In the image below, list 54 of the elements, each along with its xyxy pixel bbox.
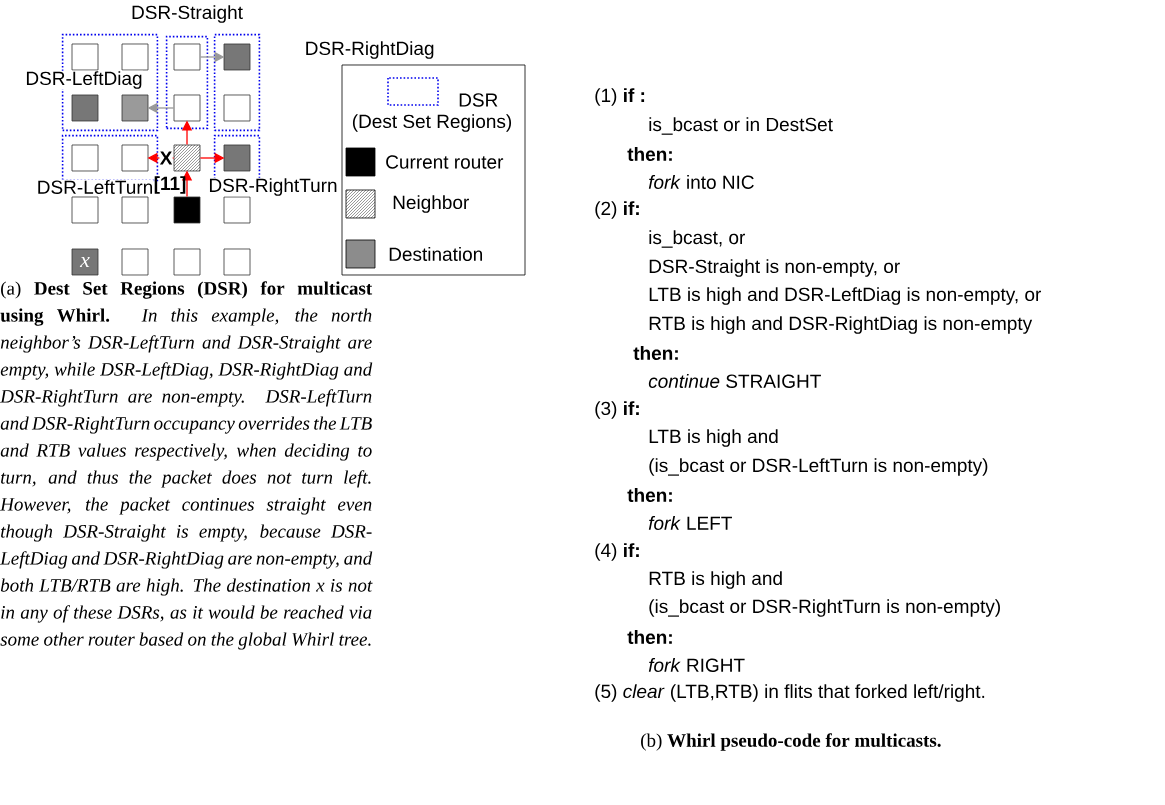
code-line: then:	[627, 630, 672, 644]
router-square	[71, 43, 99, 71]
router-square: x	[71, 248, 99, 276]
code-line: LTB is high and DSR-LeftDiag is non-empty, or	[649, 287, 1041, 305]
code-line: then:	[627, 488, 672, 502]
code-line: then:	[633, 346, 678, 360]
caption: (a) Dest Set Regions (DSR) for multicast using Whirl. In this example, the north neighbor’s DSR-LeftTurn and DSR-Straight are empty, while DSR-LeftDiag, DSR-RightDiag and DSR-RightTurn are non-empty. DSR-LeftTurn and DSR-RightTurn occupancy overrides the LTB and RTB values respectively, when deciding to turn, and thus the packet does not turn left. However, the packet continues straight even though DSR-Straight is empty, because DSR-LeftDiag and DSR-RightDiag are non-empty, and both LTB/RTB are high. The destination x is not in any of these DSRs, as it would be reached via some other router based on the global Whirl tree.	[0, 281, 373, 650]
router-square	[173, 196, 201, 224]
caption: (b) Whirl pseudo-code for multicasts.	[641, 733, 941, 751]
router-square	[223, 196, 251, 224]
code-line: RTB is high and DSR-RightDiag is non-empty	[649, 316, 1033, 334]
router-square	[121, 196, 149, 224]
code-line: DSR-Straight is non-empty, or	[649, 259, 900, 277]
node-label: DSR-RightDiag	[306, 41, 434, 59]
region-box: DSR-RightTurn	[207, 134, 339, 197]
node-label: DSR-Straight	[132, 5, 243, 23]
router-square	[71, 94, 99, 122]
router-square	[223, 248, 251, 276]
router-square	[121, 248, 149, 276]
code-line: (4) if:	[595, 543, 639, 561]
router-square	[121, 94, 149, 122]
code-line: (5) clear (LTB,RTB) in flits that forked left/right.	[595, 684, 985, 702]
node-label: DSR-RightTurn	[209, 178, 337, 196]
node-label: DSR-LeftTurn	[38, 180, 153, 194]
code-line: (1) if :	[595, 88, 645, 106]
router-square	[223, 144, 251, 172]
router-square	[223, 43, 251, 71]
code-line: (is_bcast or DSR-RightTurn is non-empty)	[649, 599, 1000, 617]
code-line: (3) if:	[595, 401, 639, 419]
code-line: fork into NIC	[648, 175, 754, 189]
code-line: RTB is high and	[649, 571, 782, 589]
router-square	[173, 43, 201, 71]
router-square	[173, 248, 201, 276]
edge-label: X	[159, 151, 173, 165]
router-square	[173, 94, 201, 122]
router-square	[71, 196, 99, 224]
router-square	[121, 43, 149, 71]
code-line: fork RIGHT	[648, 658, 745, 672]
router-square	[71, 144, 99, 172]
legend-label: Neighbor	[393, 195, 469, 213]
code-line: fork LEFT	[648, 516, 732, 530]
region-box: DSR-LeftDiag	[24, 33, 159, 132]
code-line: LTB is high and	[649, 429, 778, 447]
code-line: (2) if:	[595, 201, 639, 219]
router-square	[223, 94, 251, 122]
legend-label: Destination	[389, 247, 482, 261]
router-square	[121, 144, 149, 172]
legend-label: Current router	[386, 155, 504, 169]
legend-label: DSR	[459, 93, 498, 107]
code-line: (is_bcast or DSR-LeftTurn is non-empty)	[649, 458, 988, 476]
code-line: continue STRAIGHT	[648, 374, 821, 388]
code-line: is_bcast, or	[649, 230, 745, 248]
code-line: then:	[627, 147, 672, 161]
code-line: is_bcast or in DestSet	[649, 117, 833, 135]
